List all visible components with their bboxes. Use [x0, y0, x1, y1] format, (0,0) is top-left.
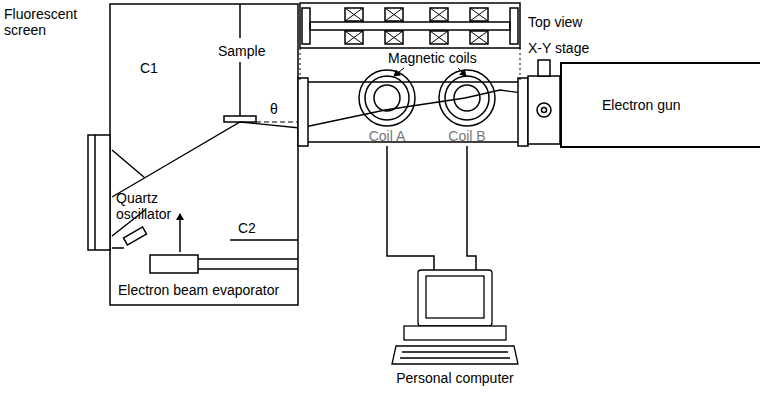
coil-a: Coil A [352, 68, 422, 144]
computer: Personal computer [385, 262, 525, 386]
sample-plate [224, 116, 256, 122]
oscillator-label: Quartz oscillator [116, 190, 178, 222]
node-label: Coil B [432, 128, 502, 144]
stage-label: X-Y stage [528, 40, 589, 56]
quartz-oscillator [123, 227, 146, 245]
screen-label: Fluorescent screen [4, 6, 96, 38]
screen-flange [88, 135, 110, 250]
electron-beam [112, 90, 560, 197]
chamber-label: C1 [140, 60, 158, 76]
coil-b: Coil B [432, 68, 502, 144]
coil-wire [387, 146, 434, 270]
coil-symbol [437, 68, 497, 128]
computer-icon [390, 262, 520, 370]
node-label: Personal computer [385, 370, 525, 386]
vacuum-chamber [110, 4, 298, 305]
chamber-label: C2 [238, 220, 256, 236]
node-label: Electron gun [602, 97, 681, 113]
sample-label: Sample [218, 43, 265, 59]
evaporator-body [150, 255, 198, 273]
electron-gun-box: Electron gun [560, 62, 760, 148]
xy-stage [528, 76, 560, 144]
top-view-frame [300, 3, 520, 48]
view-label: Top view [528, 14, 582, 30]
angle-label: θ [270, 101, 278, 117]
coil-wire [467, 146, 476, 270]
node-label: Coil A [352, 128, 422, 144]
coils-label: Magnetic coils [388, 50, 477, 66]
evaporator-label: Electron beam evaporator [118, 282, 279, 298]
coil-symbol [357, 68, 417, 128]
